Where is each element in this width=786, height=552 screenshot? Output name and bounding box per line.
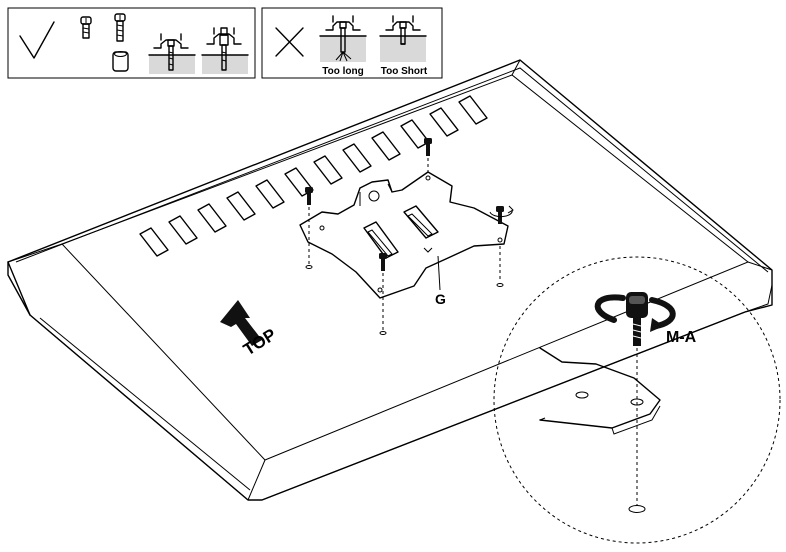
plate-label: G [435, 291, 446, 307]
too-short-icon [379, 15, 427, 62]
correct-install-a-icon [148, 33, 196, 74]
plate-screws [305, 138, 514, 335]
top-arrow-icon [220, 300, 262, 346]
correct-install-b-icon [201, 27, 249, 74]
screw-label: M-A [666, 329, 697, 346]
detail-zoom-circle [493, 256, 781, 544]
rotate-arrow-icon [594, 294, 676, 332]
mounting-plate [299, 171, 509, 299]
monitor-back [7, 59, 773, 501]
cross-icon [275, 27, 304, 57]
big-screw-icon [626, 292, 648, 346]
check-icon [19, 21, 55, 59]
vent-slots [139, 95, 488, 257]
long-screw-icon [114, 13, 126, 42]
short-screw-icon [80, 16, 92, 39]
plate-leader-line [437, 255, 441, 291]
too-short-label: Too Short [381, 66, 428, 77]
legend-correct-panel [7, 7, 256, 79]
too-long-icon [319, 15, 367, 62]
legend-wrong-panel: Too long Too Short [261, 7, 443, 79]
spacer-icon [112, 51, 129, 72]
too-long-label: Too long [322, 66, 363, 77]
